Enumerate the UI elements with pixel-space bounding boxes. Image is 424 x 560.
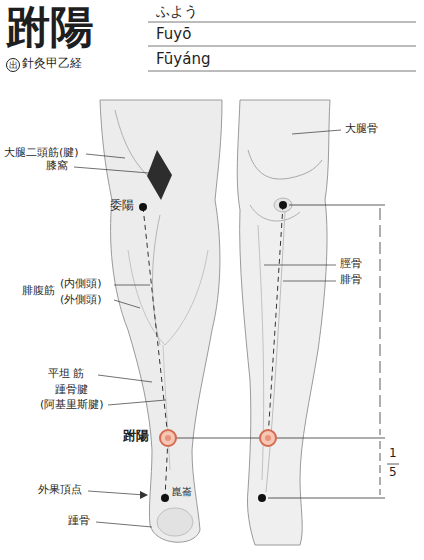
- leader-lines: [74, 130, 341, 527]
- part-label: 大腿骨: [345, 123, 378, 136]
- part-label: 脛骨: [340, 258, 362, 271]
- header-rules: [148, 22, 416, 71]
- part-label: (阿基里斯腱): [40, 399, 104, 412]
- part-label: 腓骨: [340, 274, 362, 287]
- meridian-line: [143, 205, 283, 498]
- pinyin: Fūyáng: [156, 51, 210, 68]
- dimension-lines: [174, 205, 399, 498]
- lateral-leg: [237, 100, 330, 545]
- part-label: (内側頭): [60, 278, 102, 291]
- fraction-number: 1: [389, 447, 397, 461]
- posterior-leg: [100, 100, 222, 542]
- point-label: 崑崙: [172, 486, 192, 498]
- title: 跗陽: [6, 2, 94, 53]
- part-label: 外果頂点: [38, 484, 82, 497]
- point-label: 委陽: [110, 199, 134, 213]
- source-text: 針灸甲乙経: [22, 57, 82, 71]
- acupoints: [139, 201, 287, 502]
- part-label: 膝窩: [46, 160, 68, 173]
- part-label: 踵骨: [68, 515, 90, 528]
- source-mark: 出: [6, 58, 20, 72]
- fraction-number: 5: [389, 466, 397, 480]
- part-label: 平坦 筋: [48, 368, 85, 381]
- reading-kana: ふよう: [156, 3, 198, 19]
- part-label: (外側頭): [60, 294, 102, 307]
- part-label: 大腿二頭筋(腱): [4, 147, 79, 160]
- part-label: 踵骨腱: [55, 384, 88, 397]
- part-label: 腓腹筋: [22, 285, 55, 298]
- arrowhead: [140, 491, 148, 499]
- romanization: Fuyō: [156, 26, 191, 43]
- point-label: 跗陽: [123, 429, 149, 444]
